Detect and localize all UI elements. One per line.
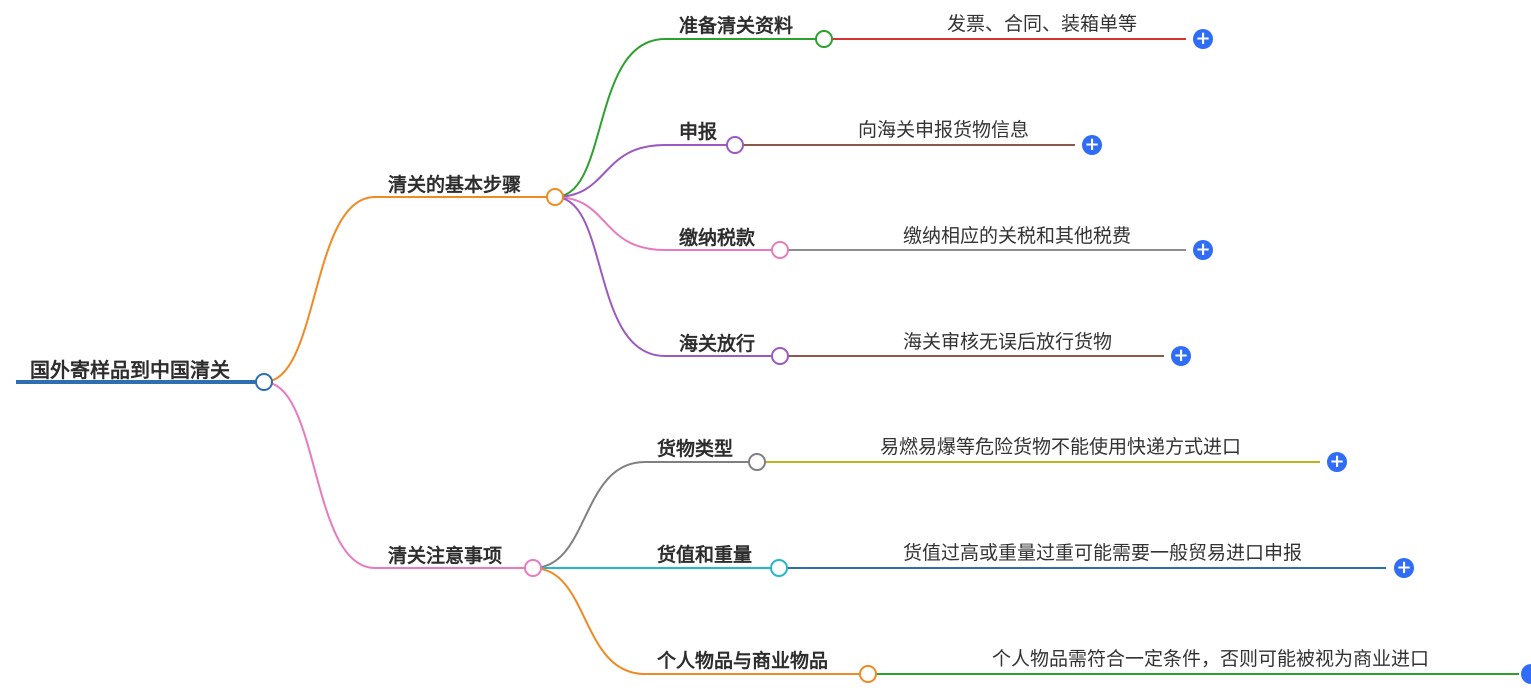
branch-basic-steps[interactable]: 清关的基本步骤 <box>388 174 522 196</box>
topic-declare[interactable]: 申报 <box>679 121 718 143</box>
connector-notes-type <box>532 461 757 569</box>
detail-value-weight[interactable]: 货值过高或重量过重可能需要一般贸易进口申报 <box>903 542 1303 564</box>
detail-goods-type[interactable]: 易燃易爆等危险货物不能使用快递方式进口 <box>880 436 1242 458</box>
topic-customs-release[interactable]: 海关放行 <box>679 333 756 355</box>
connector-root-steps <box>263 196 555 383</box>
topic-personal-vs-commercial[interactable]: 个人物品与商业物品 <box>657 650 829 672</box>
expand-personal-vs-commercial-plus-icon[interactable] <box>1521 664 1531 684</box>
topic-prepare-documents[interactable]: 准备清关资料 <box>679 15 794 37</box>
topic-value-weight[interactable]: 货值和重量 <box>657 544 753 566</box>
topic-goods-type[interactable]: 货物类型 <box>657 438 734 460</box>
detail-pay-taxes[interactable]: 缴纳相应的关税和其他税费 <box>903 225 1132 247</box>
node-root[interactable] <box>255 373 273 391</box>
node-personal[interactable] <box>859 665 877 683</box>
connector-steps-release <box>554 196 780 357</box>
branch-precautions[interactable]: 清关注意事项 <box>388 545 503 567</box>
expand-goods-type-plus-icon[interactable]: + <box>1327 452 1347 472</box>
node-tax[interactable] <box>771 241 789 259</box>
node-steps[interactable] <box>546 188 564 206</box>
connector-root-notes <box>263 381 533 569</box>
node-notes[interactable] <box>524 559 542 577</box>
connector-steps-prepare <box>554 38 824 198</box>
connector-notes-personal <box>532 567 868 675</box>
node-type[interactable] <box>748 453 766 471</box>
detail-customs-release[interactable]: 海关审核无误后放行货物 <box>903 331 1113 353</box>
expand-value-weight-plus-icon[interactable]: + <box>1394 558 1414 578</box>
expand-pay-taxes-plus-icon[interactable]: + <box>1193 240 1213 260</box>
expand-prepare-documents-plus-icon[interactable]: + <box>1193 29 1213 49</box>
connector-steps-tax <box>554 196 780 251</box>
detail-declare[interactable]: 向海关申报货物信息 <box>858 119 1030 141</box>
node-release[interactable] <box>771 347 789 365</box>
expand-declare-plus-icon[interactable]: + <box>1082 135 1102 155</box>
connector-steps-declare <box>554 144 735 198</box>
detail-personal-vs-commercial[interactable]: 个人物品需符合一定条件，否则可能被视为商业进口 <box>992 648 1430 670</box>
detail-prepare-documents[interactable]: 发票、合同、装箱单等 <box>947 13 1138 35</box>
node-declare[interactable] <box>726 136 744 154</box>
topic-pay-taxes[interactable]: 缴纳税款 <box>679 227 756 249</box>
expand-customs-release-plus-icon[interactable]: + <box>1171 346 1191 366</box>
node-value[interactable] <box>770 559 788 577</box>
root-topic[interactable]: 国外寄样品到中国清关 <box>30 358 230 382</box>
node-prepare[interactable] <box>815 30 833 48</box>
